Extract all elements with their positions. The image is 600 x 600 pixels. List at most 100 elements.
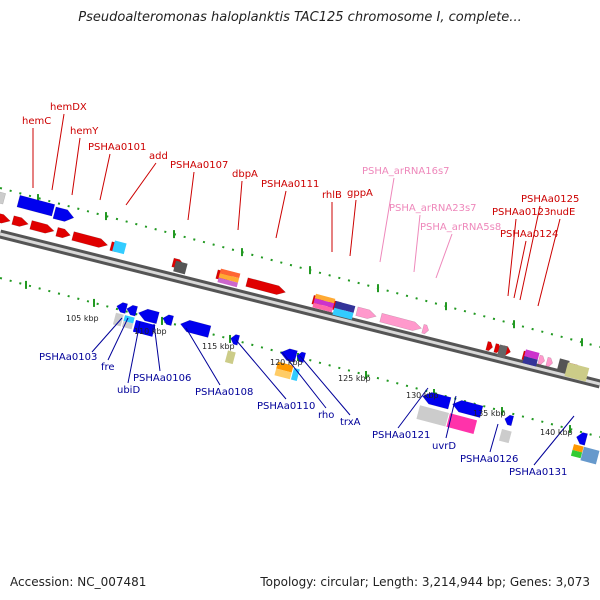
rna-gene-shape[interactable] [421, 324, 430, 335]
reverse-gene-shape[interactable] [137, 307, 160, 325]
forward-gene-multi-band[interactable] [312, 302, 333, 313]
gene-label-add[interactable]: add [149, 151, 168, 162]
rna-gene-shape[interactable] [379, 312, 423, 332]
gene-label-PSHAa0125[interactable]: PSHAa0125 [521, 194, 579, 205]
gene-label-ubiD[interactable]: ubiD [117, 385, 140, 396]
gene-label-rho[interactable]: rho [318, 410, 334, 421]
reverse-gene-gray[interactable] [112, 312, 124, 327]
forward-gene[interactable] [16, 194, 56, 217]
gene-label-gppA[interactable]: gppA [347, 188, 373, 199]
gene-label-PSHAa0101[interactable]: PSHAa0101 [88, 142, 146, 153]
reverse-gene-shape[interactable] [575, 431, 588, 446]
reverse-gene-khaki-band[interactable] [224, 350, 236, 365]
gene-label-PSHAa0103[interactable]: PSHAa0103 [39, 352, 97, 363]
reverse-gene-shape[interactable] [115, 301, 128, 314]
forward-gene[interactable] [485, 341, 494, 352]
reverse-gene-shape[interactable] [179, 318, 212, 338]
gene-label-hemC[interactable]: hemC [22, 116, 51, 127]
forward-gene-misc[interactable] [0, 190, 6, 205]
reverse-gene-gray[interactable] [498, 429, 512, 444]
reverse-gene-multi-band[interactable] [121, 320, 134, 330]
reverse-gene-shape[interactable] [421, 390, 452, 410]
forward-gene[interactable] [0, 211, 11, 225]
gene-label-PSHAa0124[interactable]: PSHAa0124 [500, 229, 558, 240]
reverse-gene[interactable] [161, 313, 174, 326]
forward-gene[interactable] [29, 220, 56, 235]
gene-label-PSHA_arRNA23s7[interactable]: PSHA_arRNA23s7 [389, 203, 477, 214]
gene-label-PSHAa0131[interactable]: PSHAa0131 [509, 467, 567, 478]
forward-gene-multi-band[interactable] [524, 349, 540, 360]
gene-label-PSHAa0111[interactable]: PSHAa0111 [261, 179, 319, 190]
forward-gene[interactable] [71, 231, 109, 250]
forward-gene-cyan-band[interactable] [112, 240, 127, 255]
forward-gene-shape[interactable] [52, 206, 75, 224]
reverse-gene-multi[interactable] [570, 444, 584, 459]
forward-gene[interactable] [52, 206, 75, 224]
forward-gene-multi-band[interactable] [522, 356, 538, 367]
forward-gene-multi[interactable] [332, 301, 356, 320]
forward-gene-multi-band[interactable] [217, 277, 238, 288]
reverse-gene-gray-band[interactable] [498, 429, 512, 444]
gene-label-uvrD[interactable]: uvrD [432, 441, 456, 452]
forward-gene-shape[interactable] [29, 220, 56, 235]
forward-gene-cyan[interactable] [112, 240, 127, 255]
reverse-gene-multi-band[interactable] [572, 444, 584, 453]
gene-label-trxA[interactable]: trxA [340, 417, 361, 428]
reverse-gene-shape[interactable] [125, 304, 138, 317]
reverse-gene[interactable] [575, 431, 588, 446]
reverse-gene-multi-band[interactable] [276, 361, 294, 373]
rna-gene[interactable] [379, 312, 423, 332]
rna-gene[interactable] [545, 356, 554, 367]
gene-label-fre[interactable]: fre [101, 362, 115, 373]
forward-gene-gray-band[interactable] [496, 344, 508, 359]
reverse-gene[interactable] [132, 320, 156, 337]
reverse-gene[interactable] [279, 347, 298, 363]
gene-label-PSHA_arRNA5s8[interactable]: PSHA_arRNA5s8 [420, 222, 501, 233]
forward-gene-multi-band[interactable] [218, 273, 240, 283]
reverse-gene[interactable] [179, 318, 212, 338]
gene-label-PSHAa0123[interactable]: PSHAa0123 [492, 207, 550, 218]
forward-gene-multi-band[interactable] [314, 293, 336, 304]
reverse-gene-khaki[interactable] [224, 350, 236, 365]
forward-gene-khaki-band[interactable] [564, 362, 590, 382]
forward-gene-multi[interactable] [312, 293, 336, 313]
reverse-gene-gray[interactable] [416, 405, 450, 427]
forward-gene-multi-band[interactable] [219, 268, 241, 279]
reverse-gene[interactable] [137, 307, 160, 325]
forward-gene-shape[interactable] [16, 194, 56, 217]
reverse-gene-pink[interactable] [446, 413, 478, 434]
forward-gene-shape[interactable] [55, 227, 72, 239]
reverse-gene-steel-band[interactable] [580, 446, 600, 465]
gene-label-PSHAa0106[interactable]: PSHAa0106 [133, 373, 191, 384]
forward-gene-shape[interactable] [71, 231, 109, 250]
forward-gene[interactable] [55, 227, 72, 239]
reverse-gene-band[interactable] [132, 320, 156, 337]
rna-gene[interactable] [537, 354, 546, 365]
gene-label-PSHAa0108[interactable]: PSHAa0108 [195, 387, 253, 398]
gene-label-hemY[interactable]: hemY [70, 126, 99, 137]
gene-label-hemDX[interactable]: hemDX [50, 102, 87, 113]
gene-label-rhlB[interactable]: rhlB [322, 190, 342, 201]
forward-gene[interactable] [11, 215, 30, 229]
forward-gene-shape[interactable] [485, 341, 494, 352]
forward-gene-shape[interactable] [245, 277, 287, 297]
forward-gene-misc-shape[interactable] [0, 190, 6, 205]
reverse-gene-multi-band[interactable] [570, 449, 583, 459]
forward-gene-multi-band[interactable] [332, 307, 354, 320]
gene-label-PSHAa0107[interactable]: PSHAa0107 [170, 160, 228, 171]
gene-label-dbpA[interactable]: dbpA [232, 169, 258, 180]
gene-label-PSHA_arRNA16s7[interactable]: PSHA_arRNA16s7 [362, 166, 450, 177]
gene-label-nudE[interactable]: nudE [550, 207, 575, 218]
gene-label-PSHAa0110[interactable]: PSHAa0110 [257, 401, 315, 412]
rna-gene[interactable] [421, 324, 430, 335]
gene-label-PSHAa0121[interactable]: PSHAa0121 [372, 430, 430, 441]
reverse-gene-multi-band[interactable] [274, 368, 292, 380]
reverse-gene-shape[interactable] [503, 414, 515, 427]
forward-gene-multi[interactable] [522, 349, 540, 367]
forward-gene-gray[interactable] [173, 260, 188, 275]
reverse-gene-gray-band[interactable] [112, 312, 124, 327]
reverse-gene-pink-band[interactable] [446, 413, 478, 434]
reverse-gene[interactable] [125, 304, 138, 317]
rna-gene-shape[interactable] [537, 354, 546, 365]
